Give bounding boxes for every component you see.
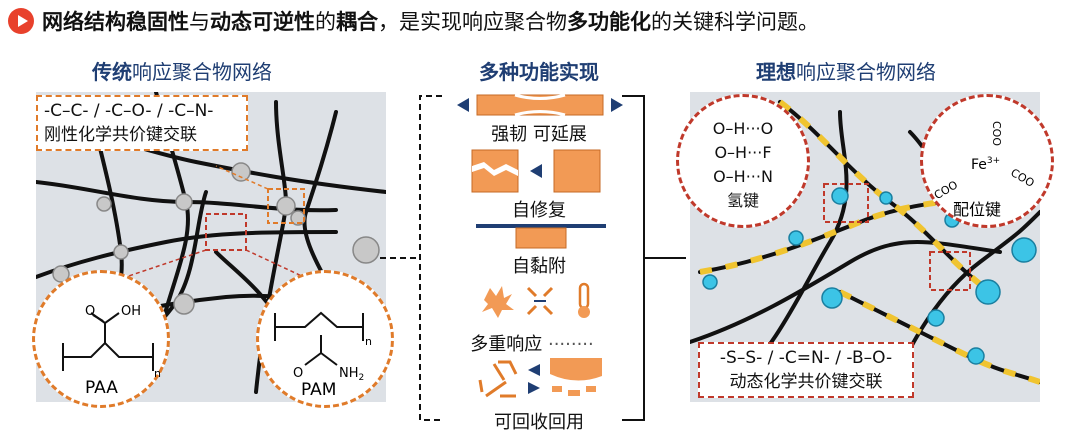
headline-part3: 动态可逆性 — [210, 10, 315, 34]
pressure-icon — [526, 286, 554, 316]
function-self-adhesion-label: 自黏附 — [512, 256, 566, 277]
headline-part8: 的关键科学问题。 — [651, 10, 819, 34]
pam-label: PAM — [301, 380, 336, 400]
headline-part7: 多功能化 — [567, 10, 651, 34]
headline-part1: 网络结构稳固性 — [42, 10, 189, 34]
coordination-bond-circle: Fe3+ COO COO COO 配位键 — [920, 94, 1054, 228]
headline-part4: 的 — [315, 10, 336, 34]
self-healing-icon — [471, 149, 601, 193]
rigid-bond-types: -C–C- / -C–O- / -C–N- — [44, 101, 214, 121]
paa-oh: OH — [121, 304, 141, 319]
dynamic-bond-types: -S–S- / -C=N- / -B–O- — [719, 348, 893, 368]
headline: 网络结构稳固性 与 动态可逆性 的 耦合 ，是实现响应聚合物 多功能化 的关键科… — [8, 6, 819, 36]
play-icon — [8, 8, 34, 34]
middle-bracket — [380, 95, 686, 421]
coord-label: 配位键 — [953, 200, 1001, 219]
dynamic-bond-label: -S–S- / -C=N- / -B–O- 动态化学共价键交联 — [698, 342, 914, 398]
paa-n: n — [154, 367, 161, 380]
hbond-ohn: O–H···N — [713, 167, 773, 186]
hydrogen-bond-circle: O–H···O O–H···F O–H···N 氢键 — [676, 94, 810, 228]
recycle-icon — [478, 360, 518, 398]
self-adhesion-icon — [476, 224, 606, 249]
hbond-label: 氢键 — [726, 191, 759, 210]
dynamic-bond-desc: 动态化学共价键交联 — [729, 372, 883, 392]
pam-nh2: NH2 — [339, 366, 364, 383]
function-recyclable-label: 可回收回用 — [494, 412, 584, 433]
rigid-bond-desc: 刚性化学共价键交联 — [44, 125, 197, 145]
headline-part5: 耦合 — [336, 10, 378, 34]
middle-section-title: 多种功能实现 — [479, 60, 599, 84]
rigid-bond-label: -C–C- / -C–O- / -C–N- 刚性化学共价键交联 — [36, 95, 248, 151]
multi-response-icons — [482, 282, 590, 318]
paa-structure-circle: O OH n PAA — [32, 270, 170, 408]
ligand-top: COO — [990, 121, 1003, 146]
paa-o: O — [85, 304, 95, 319]
stretch-icon — [457, 93, 623, 117]
hbond-ohf: O–H···F — [714, 143, 772, 162]
function-self-healing-label: 自修复 — [512, 200, 566, 221]
pam-structure: n O NH2 PAM — [274, 311, 372, 400]
pam-o: O — [293, 366, 303, 381]
pam-structure-circle: n O NH2 PAM — [256, 270, 394, 408]
function-multi-response-label: 多重响应 ········ — [470, 334, 594, 355]
function-tough-label: 强韧 可延展 — [491, 124, 587, 145]
headline-part2: 与 — [189, 10, 210, 34]
ligand-right: COO — [1008, 166, 1036, 190]
recycle-icons — [478, 358, 602, 398]
left-section-title: 传统响应聚合物网络 — [92, 60, 272, 84]
pam-n-label: n — [365, 335, 372, 348]
paa-structure: O OH n PAA — [62, 304, 161, 398]
paa-label: PAA — [85, 378, 118, 398]
right-section-title: 理想响应聚合物网络 — [756, 60, 936, 84]
fe-label: Fe3+ — [971, 156, 1000, 173]
headline-part6: ，是实现响应聚合物 — [378, 10, 567, 34]
coordination-structure: Fe3+ COO COO COO 配位键 — [932, 121, 1037, 219]
ligand-left: COO — [932, 178, 960, 202]
splash-icon — [482, 286, 514, 318]
thermometer-icon — [578, 282, 590, 318]
hbond-oho: O–H···O — [712, 119, 774, 138]
